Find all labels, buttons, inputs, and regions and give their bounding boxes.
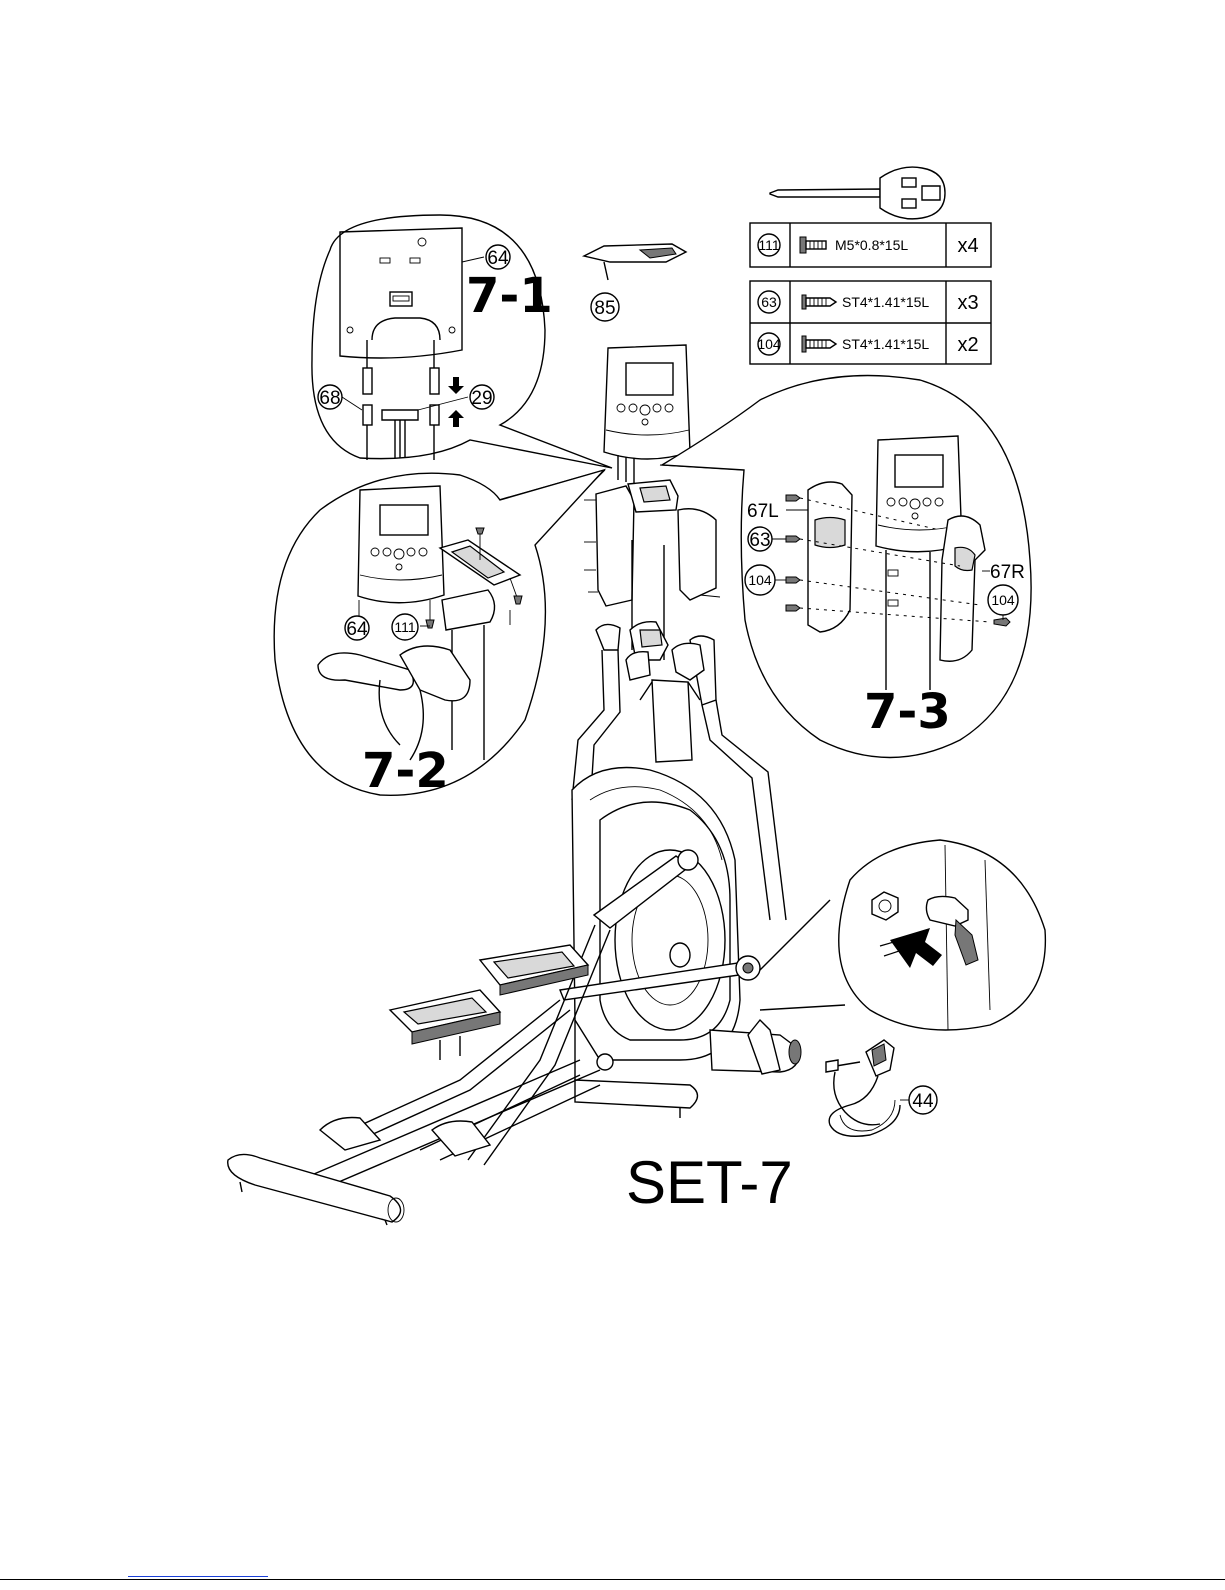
svg-text:67R: 67R [990, 562, 1025, 583]
hardware-table-111: 111 M5*0.8*15L x4 [750, 223, 991, 267]
svg-text:85: 85 [594, 298, 615, 319]
svg-text:104: 104 [991, 592, 1015, 608]
svg-text:63: 63 [749, 530, 770, 551]
hw-spec-111: M5*0.8*15L [835, 237, 908, 253]
svg-text:64: 64 [487, 248, 509, 269]
power-jack-detail-bubble [760, 840, 1045, 1030]
svg-text:104: 104 [748, 572, 772, 588]
hw-spec-63: ST4*1.41*15L [842, 294, 929, 310]
svg-text:67L: 67L [747, 501, 779, 522]
hw-code-104: 104 [757, 336, 781, 352]
hw-spec-104: ST4*1.41*15L [842, 336, 929, 352]
callout-44: 44 [900, 1086, 937, 1114]
step-label-7-2: 7-2 [362, 743, 449, 799]
hardware-table-63-104: 63 ST4*1.41*15L x3 104 ST4*1.41*15L x2 [750, 281, 991, 364]
callout-85: 85 [591, 293, 619, 321]
svg-text:111: 111 [394, 619, 415, 635]
tapping-screw-icon [802, 336, 836, 352]
tapping-screw-icon [802, 295, 836, 309]
step-label-7-1: 7-1 [466, 268, 553, 324]
power-adapter-part [826, 1040, 900, 1136]
bolt-icon [800, 237, 826, 253]
svg-text:64: 64 [346, 619, 368, 640]
svg-text:68: 68 [319, 388, 340, 409]
hw-qty-63: x3 [957, 292, 978, 314]
svg-text:44: 44 [912, 1091, 934, 1112]
hw-qty-104: x2 [957, 334, 978, 356]
detail-bubble-7-1 [312, 215, 612, 468]
footer-link-underline[interactable] [128, 1576, 268, 1577]
hw-code-111: 111 [758, 237, 779, 253]
step-label-7-3: 7-3 [864, 684, 951, 740]
detail-bubble-7-3 [662, 376, 1031, 758]
wrench-tool-icon [770, 167, 945, 219]
hw-code-63: 63 [761, 294, 777, 310]
bottle-holder-part [584, 244, 686, 280]
set-title: SET-7 [626, 1149, 793, 1216]
hw-qty-111: x4 [957, 235, 978, 257]
footer-rule [0, 1579, 1225, 1580]
svg-text:29: 29 [471, 388, 492, 409]
